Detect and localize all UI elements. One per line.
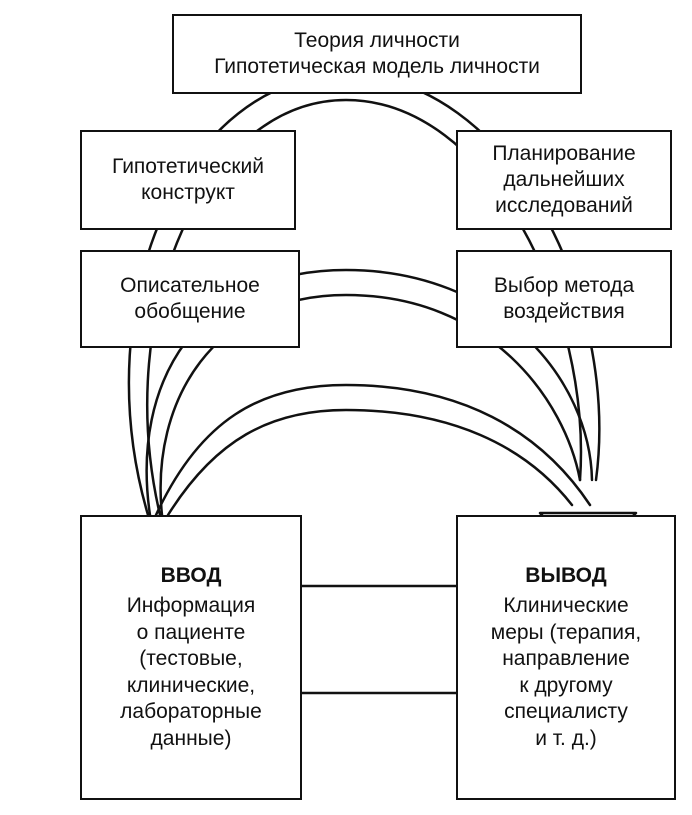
descriptive-generalization-line-1: Описательное xyxy=(120,274,260,297)
input-line: данные) xyxy=(150,726,232,750)
input-box: ВВОД Информация о пациенте (тестовые, кл… xyxy=(80,515,302,800)
input-line: о пациенте xyxy=(136,620,246,644)
output-line: направление xyxy=(502,647,630,671)
input-line: клинические, xyxy=(126,673,256,697)
theory-line-2: Гипотетическая модель личности xyxy=(214,55,540,78)
output-line: меры (терапия, xyxy=(490,620,642,644)
hypothetical-construct-line-1: Гипотетический xyxy=(112,155,264,178)
input-line: (тестовые, xyxy=(139,647,243,671)
output-line: специалисту xyxy=(504,700,628,724)
output-box: ВЫВОД Клинические меры (терапия, направл… xyxy=(456,515,676,800)
input-title: ВВОД xyxy=(160,563,222,587)
inner-arc-outer-edge xyxy=(154,383,592,517)
output-title: ВЫВОД xyxy=(525,563,607,587)
research-planning-line-2: дальнейших xyxy=(503,168,625,191)
inner-arc-inner-edge xyxy=(166,408,574,517)
input-line: Информация xyxy=(126,594,256,618)
output-line: Клинические xyxy=(503,594,629,618)
output-line: и т. д.) xyxy=(535,726,597,750)
theory-box: Теория личности Гипотетическая модель ли… xyxy=(172,14,582,94)
descriptive-generalization-line-2: обобщение xyxy=(134,300,246,323)
descriptive-generalization-box: Описательное обобщение xyxy=(80,250,300,348)
research-planning-box: Планирование дальнейших исследований xyxy=(456,130,672,230)
hypothetical-construct-box: Гипотетический конструкт xyxy=(80,130,296,230)
hypothetical-construct-line-2: конструкт xyxy=(141,181,235,204)
middle-arc-outer-edge xyxy=(145,268,594,517)
research-planning-line-3: исследований xyxy=(495,194,633,217)
theory-line-1: Теория личности xyxy=(294,29,460,52)
output-line: к другому xyxy=(519,673,613,697)
method-selection-line-1: Выбор метода xyxy=(493,274,635,297)
input-line: лабораторные xyxy=(120,700,262,724)
method-selection-line-2: воздействия xyxy=(503,300,625,323)
research-planning-line-1: Планирование xyxy=(492,142,636,165)
method-selection-box: Выбор метода воздействия xyxy=(456,250,672,348)
middle-arc-inner-edge xyxy=(159,293,582,517)
